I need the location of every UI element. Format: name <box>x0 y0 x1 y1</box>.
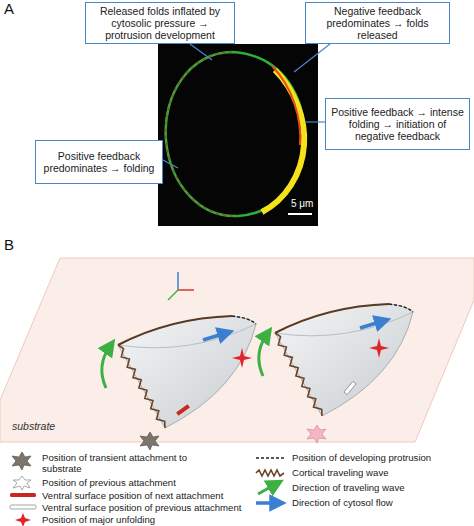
cell-rim <box>118 316 232 345</box>
panel-letter: A <box>4 0 14 17</box>
transient-attachment <box>140 432 159 450</box>
legend-text: Ventral surface position of previous att… <box>42 502 252 513</box>
legend-symbol <box>15 513 31 526</box>
transient-attachment <box>307 425 326 443</box>
legend-text: Position of major unfolding <box>42 514 242 525</box>
substrate-plane <box>0 258 474 442</box>
cell-membrane-red <box>166 52 238 216</box>
cell-body <box>118 316 256 428</box>
cortical-wave <box>118 345 165 428</box>
wave-direction-arrow <box>102 346 110 388</box>
legend-symbol <box>10 493 36 497</box>
axis-z <box>177 272 179 290</box>
legend-text: Position of transient attachment to subs… <box>42 452 217 474</box>
cytosol-flow-arrow <box>360 321 383 328</box>
scale-bar <box>288 213 312 215</box>
leader-line <box>190 44 212 60</box>
unfolding-star <box>369 338 389 358</box>
axis-x <box>178 289 194 291</box>
leader-line <box>305 121 325 122</box>
panel-letter: B <box>4 236 14 253</box>
legend-text: Position of developing protrusion <box>292 452 472 463</box>
cell-body <box>275 304 413 416</box>
cell-rim <box>275 304 389 333</box>
cytosol-flow-arrow <box>203 333 226 340</box>
cell-fold-red <box>272 66 300 145</box>
legend-text: Ventral surface position of next attachm… <box>42 490 242 501</box>
cortical-wave <box>275 333 322 416</box>
previous-attachment-bar <box>344 381 356 394</box>
unfolding-star <box>232 348 252 368</box>
next-attachment-bar <box>176 404 190 415</box>
legend-text: Cortical traveling wave <box>292 467 472 478</box>
legend-symbol <box>12 452 31 470</box>
substrate-label: substrate <box>12 420 55 432</box>
legend-symbol <box>256 457 284 459</box>
cell-left <box>102 316 256 450</box>
callout-box: Positive feedback predominates → folding <box>35 140 163 184</box>
callout-box: Negative feedback predominates → folds r… <box>305 2 450 44</box>
callout-text: Positive feedback → intense folding → in… <box>331 106 464 142</box>
legend-symbol <box>13 476 31 490</box>
leader-line <box>163 160 178 168</box>
scale-label: 5 μm <box>291 198 313 209</box>
callout-text: Released folds inflated by cytosolic pre… <box>91 5 229 41</box>
cell-right <box>259 304 413 443</box>
callout-text: Positive feedback predominates → folding <box>41 150 157 174</box>
wave-direction-arrow <box>259 334 267 376</box>
legend-symbol <box>258 484 276 494</box>
leader-line <box>294 44 330 72</box>
developing-protrusion <box>389 304 413 312</box>
legend-text: Direction of traveling wave <box>292 482 472 493</box>
legend-symbol <box>256 470 284 476</box>
legend-text: Position of previous attachment <box>42 477 242 488</box>
cell-fold-yellow <box>262 70 304 212</box>
callout-text: Negative feedback predominates → folds r… <box>311 5 444 41</box>
developing-protrusion <box>232 316 256 324</box>
cell-membrane-green <box>166 52 305 216</box>
axis-y <box>168 290 178 300</box>
legend-symbol <box>256 501 278 505</box>
legend-text: Direction of cytosol flow <box>292 497 472 508</box>
legend-symbol <box>10 505 36 509</box>
callout-box: Positive feedback → intense folding → in… <box>325 98 470 150</box>
callout-box: Released folds inflated by cytosolic pre… <box>85 2 235 44</box>
